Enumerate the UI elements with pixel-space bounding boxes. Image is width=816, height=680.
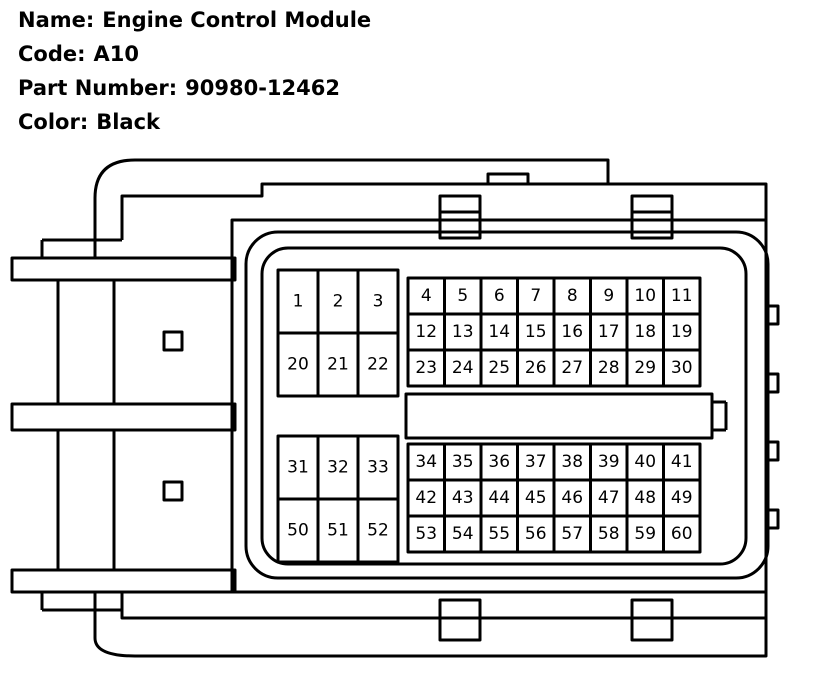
pin-cell (356, 497, 400, 564)
pin-cell (356, 331, 400, 398)
code-label: Code: (18, 42, 86, 66)
pin-number: 19 (671, 322, 693, 342)
pin-number: 52 (367, 521, 389, 541)
pin-number: 55 (488, 524, 510, 544)
pin-number: 22 (367, 355, 389, 375)
pin-number: 4 (421, 286, 432, 306)
pin-number: 10 (634, 286, 656, 306)
pin-number: 38 (561, 452, 583, 472)
pin-number: 11 (671, 286, 693, 306)
pin-number: 34 (415, 452, 437, 472)
pin-number: 42 (415, 488, 437, 508)
pin-number: 39 (598, 452, 620, 472)
pin-number: 54 (452, 524, 474, 544)
pin-number: 1 (293, 292, 304, 312)
part-number-label: Part Number: (18, 76, 178, 100)
pin-number: 16 (561, 322, 583, 342)
pin-number: 24 (452, 358, 474, 378)
pin-number: 13 (452, 322, 474, 342)
pin-number: 53 (415, 524, 437, 544)
pin-block (276, 434, 400, 564)
pin-number: 51 (327, 521, 349, 541)
pin-number: 49 (671, 488, 693, 508)
color-value: Black (96, 110, 161, 134)
pin-number: 48 (634, 488, 656, 508)
pin-number: 57 (561, 524, 583, 544)
pin-number: 30 (671, 358, 693, 378)
pin-number: 8 (567, 286, 578, 306)
pin-block (276, 268, 400, 398)
pin-cell (662, 514, 702, 554)
pin-number: 29 (634, 358, 656, 378)
pin-number: 25 (488, 358, 510, 378)
pin-number: 15 (525, 322, 547, 342)
pin-number: 33 (367, 458, 389, 478)
pin-number: 21 (327, 355, 349, 375)
pin-number: 18 (634, 322, 656, 342)
pin-number: 12 (415, 322, 437, 342)
pin-number: 26 (525, 358, 547, 378)
pin-number: 58 (598, 524, 620, 544)
pin-number: 17 (598, 322, 620, 342)
keying-slot (404, 392, 714, 440)
pin-block (406, 276, 702, 388)
pin-cell (662, 348, 702, 388)
part-number-value: 90980-12462 (185, 76, 340, 100)
code-line: Code: A10 (18, 44, 139, 65)
pin-number: 37 (525, 452, 547, 472)
name-line: Name: Engine Control Module (18, 10, 371, 31)
pin-block (406, 442, 702, 554)
pin-number: 60 (671, 524, 693, 544)
pin-number: 5 (457, 286, 468, 306)
pin-number: 6 (494, 286, 505, 306)
pin-number: 47 (598, 488, 620, 508)
pin-number: 7 (530, 286, 541, 306)
pin-number: 35 (452, 452, 474, 472)
pin-number: 32 (327, 458, 349, 478)
pin-number: 59 (634, 524, 656, 544)
name-label: Name: (18, 8, 95, 32)
pin-number: 27 (561, 358, 583, 378)
face-panel (230, 218, 768, 594)
housing-outline (93, 158, 768, 258)
pin-number: 46 (561, 488, 583, 508)
code-value: A10 (93, 42, 139, 66)
pin-number: 20 (287, 355, 309, 375)
pin-number: 56 (525, 524, 547, 544)
pin-number: 9 (603, 286, 614, 306)
pin-number: 50 (287, 521, 309, 541)
pin-number: 40 (634, 452, 656, 472)
pin-number: 2 (333, 292, 344, 312)
name-value: Engine Control Module (102, 8, 372, 32)
housing-outline-bottom (93, 592, 768, 658)
pin-number: 3 (373, 292, 384, 312)
pin-number: 41 (671, 452, 693, 472)
pin-number: 43 (452, 488, 474, 508)
pin-number: 14 (488, 322, 510, 342)
pin-number: 36 (488, 452, 510, 472)
pin-number: 23 (415, 358, 437, 378)
color-label: Color: (18, 110, 89, 134)
color-line: Color: Black (18, 112, 160, 133)
pin-number: 45 (525, 488, 547, 508)
pin-number: 44 (488, 488, 510, 508)
part-number-line: Part Number: 90980-12462 (18, 78, 340, 99)
pin-number: 31 (287, 458, 309, 478)
pin-number: 28 (598, 358, 620, 378)
